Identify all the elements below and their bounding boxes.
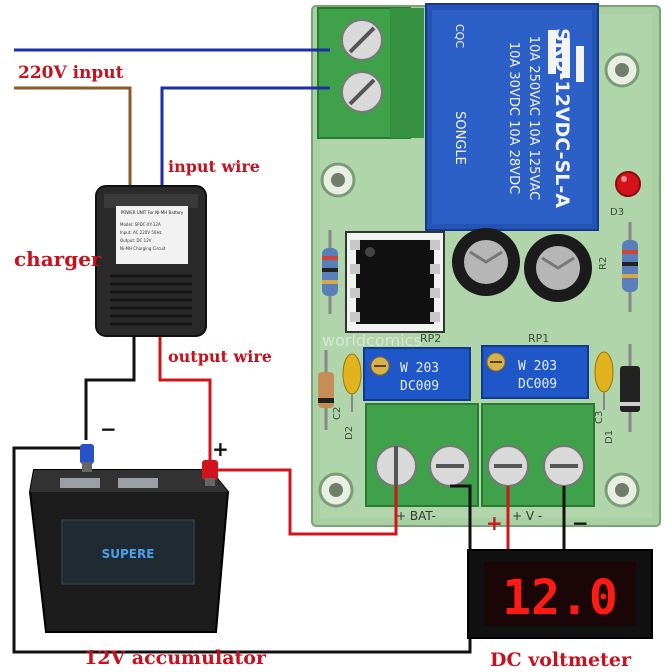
pot-code-1b: W 203: [518, 359, 557, 374]
pot-code-2: DC009: [400, 379, 439, 394]
battery-positive-sign: +: [212, 437, 229, 461]
label-12v-accumulator: 12V accumulator: [84, 647, 267, 669]
ceramic-capacitor-icon: [342, 353, 362, 412]
input-wire-blue: [160, 86, 330, 186]
mounting-hole: [604, 472, 640, 508]
mounting-hole: [318, 472, 354, 508]
ceramic-capacitor-icon: [594, 351, 614, 410]
voltmeter-reading: 12.0: [502, 570, 618, 626]
battery-terminal-block: [365, 403, 479, 507]
relay-logo-icon: [548, 30, 584, 82]
potentiometer-rp1: W 203 DC009: [481, 345, 589, 399]
pcb-label-c2: C2: [332, 407, 343, 420]
pcb-label-d1: D1: [604, 430, 615, 444]
mounting-hole: [604, 52, 640, 88]
charger-plate-line: Output: DC 12V: [120, 238, 152, 243]
battery: SUPERE: [28, 444, 230, 633]
charger-plate-line: Model: SPDC-XY-12A: [120, 222, 161, 227]
ac-terminal-block: [317, 7, 424, 139]
battery-negative-sign: −: [100, 417, 117, 441]
resistor-icon: [322, 230, 338, 314]
capacitor-icon: [452, 228, 520, 296]
battery-brand: SUPERE: [102, 547, 155, 561]
battery-negative-terminal-icon: [80, 444, 94, 472]
battery-positive-wire: [210, 468, 398, 536]
potentiometer-rp2: W 203 DC009: [363, 347, 471, 401]
label-220v-input: 220V input: [18, 63, 124, 83]
relay-brand: SONGLE: [452, 111, 467, 165]
battery-negative-wire: [12, 446, 472, 654]
label-output-wire: output wire: [168, 347, 272, 366]
charger-plate-line: Input: AC 220V 50Hz: [120, 230, 162, 235]
relay-rating-line2: 10A 30VDC 10A 28VDC: [506, 42, 521, 194]
voltmeter-positive-sign: +: [486, 511, 503, 535]
relay-rating-line1: 10A 250VAC 10A 125VAC: [526, 36, 541, 201]
label-charger: charger: [14, 247, 102, 271]
diode-icon: [620, 344, 640, 432]
resistor-icon: [622, 222, 638, 312]
battery-positive-terminal-icon: [202, 460, 218, 486]
vent-slots: [110, 274, 192, 326]
pcb-label-d2: D2: [344, 426, 355, 440]
pcb-label-d3: D3: [610, 207, 624, 218]
label-input-wire: input wire: [168, 157, 260, 176]
watermark: worldcomics: [322, 331, 422, 350]
charger-plate-title: POWER UNIT For NI-MH Battery: [121, 210, 184, 215]
pot-code-1: W 203: [400, 361, 439, 376]
relay-cert: CQC: [453, 24, 466, 48]
voltmeter-terminal-block: [481, 403, 595, 507]
pcb-label-v: + V -: [512, 509, 542, 523]
charger-output-wire-red: [158, 336, 212, 462]
ic-chip: [345, 231, 445, 333]
diode-icon: [318, 350, 334, 430]
capacitor-icon: [524, 234, 592, 302]
charger-adapter: POWER UNIT For NI-MH Battery Model: SPDC…: [95, 185, 207, 337]
dc-voltmeter: 12.0: [467, 549, 653, 639]
voltmeter-negative-sign: −: [572, 511, 589, 535]
charger-output-wire-black: [84, 336, 136, 440]
pcb-label-rp1: RP1: [528, 332, 549, 345]
relay: SRD-12VDC-SL-A 10A 250VAC 10A 125VAC 10A…: [425, 3, 599, 231]
charger-plate-line: Ni-MH Charging Circuit: [120, 246, 166, 251]
pcb-label-bat: + BAT-: [396, 509, 436, 523]
ac-wire-brown: [14, 86, 132, 186]
pcb-label-rp2: RP2: [420, 332, 441, 345]
pot-code-2b: DC009: [518, 377, 557, 392]
pcb-label-r2: R2: [598, 257, 609, 270]
pcb-label-c3: C3: [594, 411, 605, 424]
label-dc-voltmeter: DC voltmeter: [490, 649, 632, 671]
led-icon: [615, 171, 641, 197]
mounting-hole: [320, 162, 356, 198]
